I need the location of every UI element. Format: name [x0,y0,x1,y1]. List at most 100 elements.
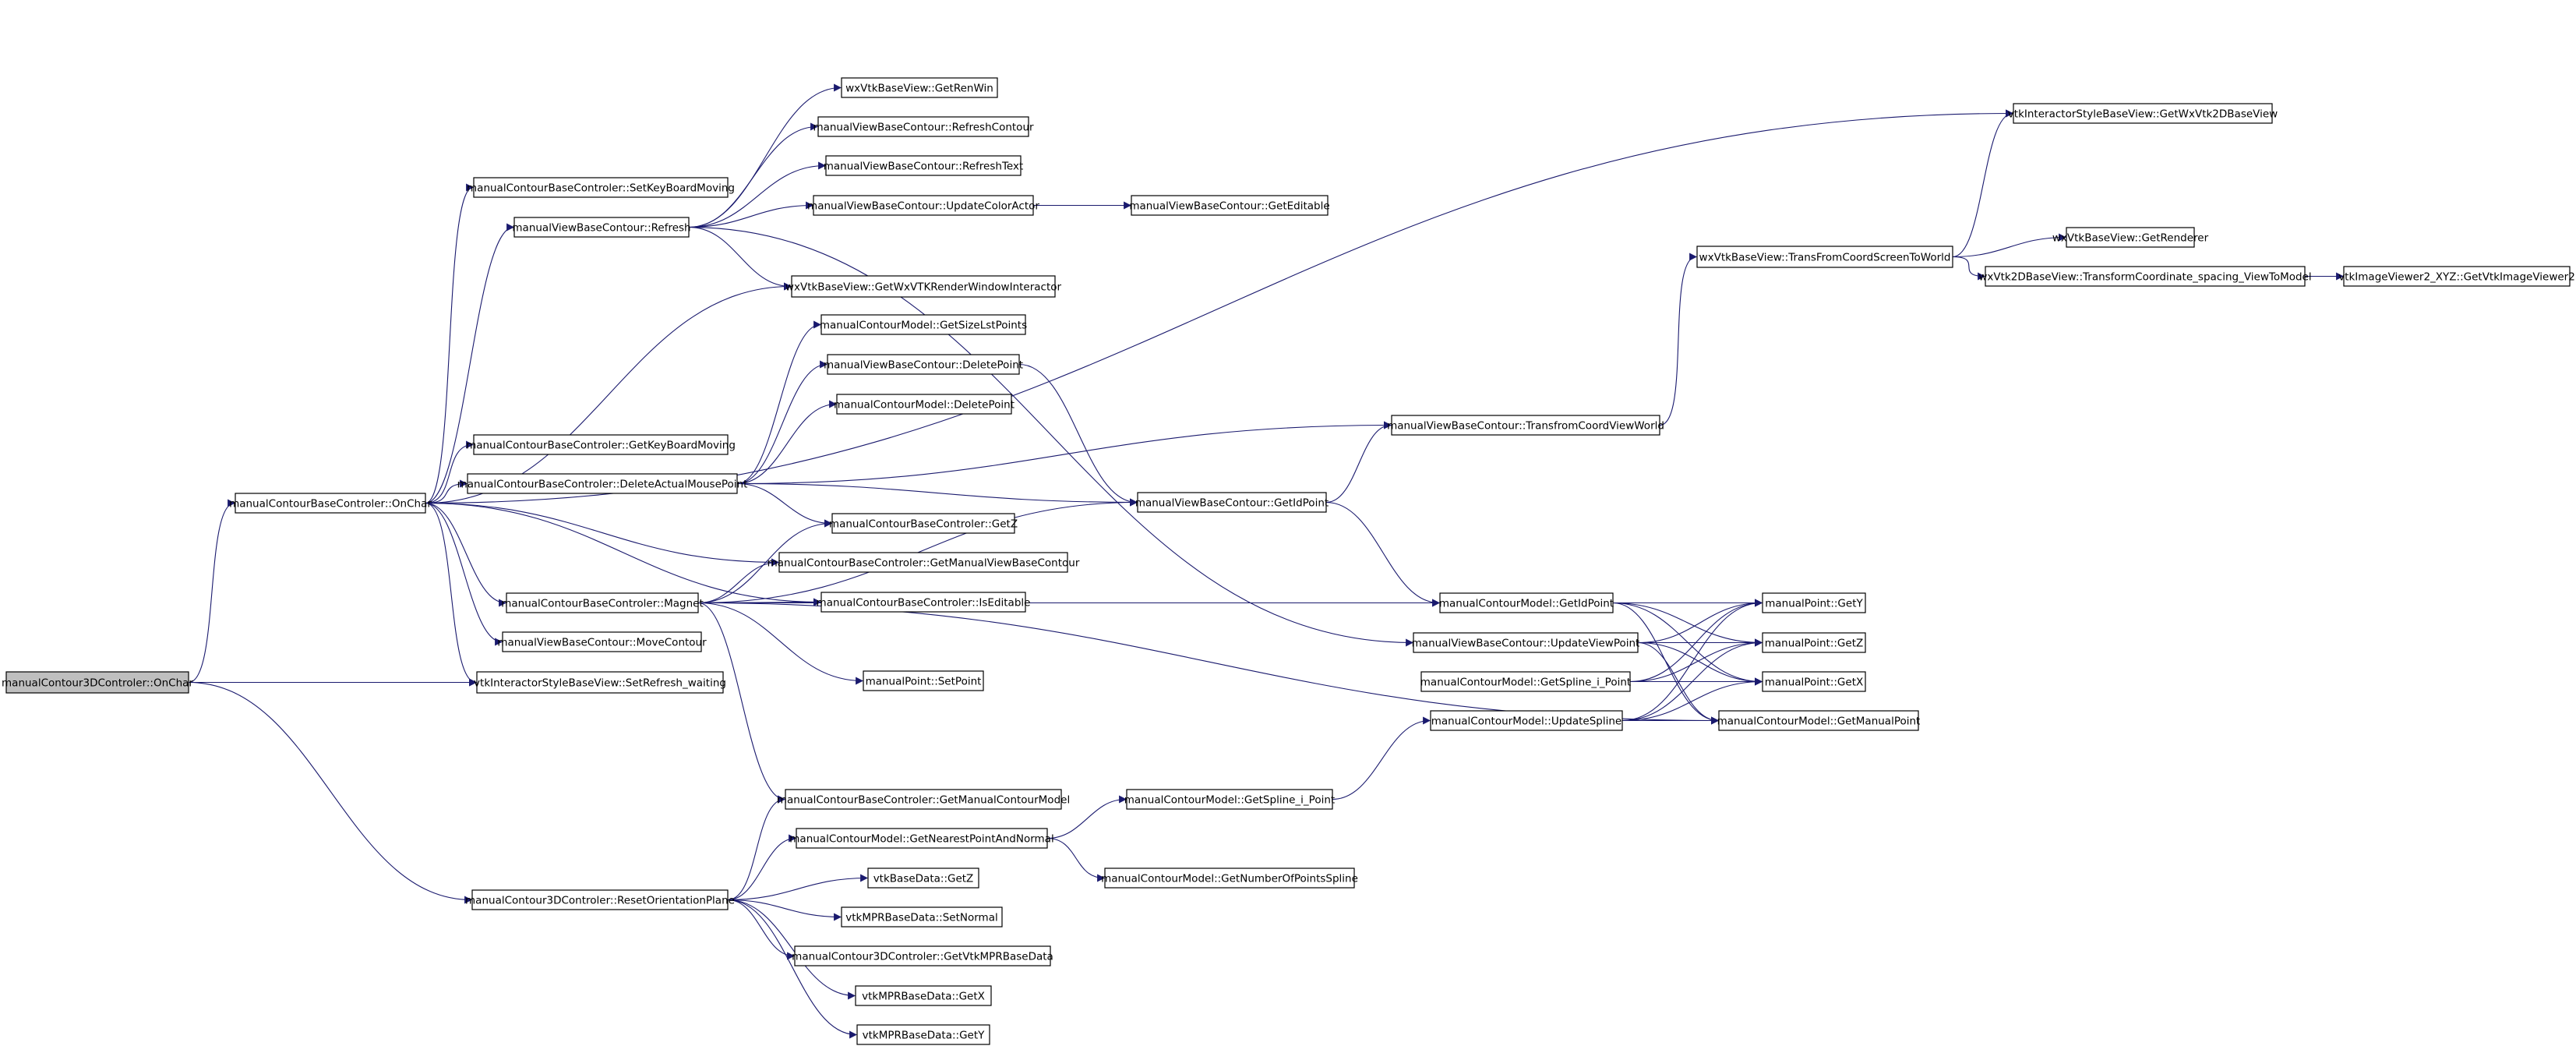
node-label: manualViewBaseContour::MoveContour [497,637,707,649]
edge-manualcontourmodel-getnearestpointandnormal-to-manualcontourmodel-getnumberofpointsspline [1046,837,1105,882]
node-manualpoint-setpoint[interactable]: manualPoint::SetPoint [863,670,984,691]
edge-manualviewbasecontour-refresh-to-wxvtkbaseview-getwxvtkrenderwindowinteractor [688,226,792,291]
node-label: manualContour3DControler::OnChar [2,677,193,690]
node-label: manualContourModel::GetNumberOfPointsSpl… [1101,873,1358,885]
node-box [1762,632,1866,653]
node-wxvtk2dbaseview-transformcoordinate-spacing-viewtomodel[interactable]: wxVtk2DBaseView::TransformCoordinate_spa… [1978,266,2312,287]
node-manualcontourbasecontroler-getz[interactable]: manualContourBaseControler::GetZ [829,513,1018,534]
node-manualcontourbasecontroler-getkeyboardmoving[interactable]: manualContourBaseControler::GetKeyBoardM… [466,434,736,455]
node-manualcontourmodel-getidpoint[interactable]: manualContourModel::GetIdPoint [1439,592,1614,613]
node-label: vtkInteractorStyleBaseView::SetRefresh_w… [474,677,726,690]
node-manualviewbasecontour-refreshcontour[interactable]: manualViewBaseContour::RefreshContour [813,116,1034,137]
edge-manualcontourbasecontroler-magnet-to-manualcontourbasecontroler-getmanualviewbasecontour [697,558,779,604]
node-label: vtkMPRBaseData::GetY [863,1030,986,1042]
node-manualviewbasecontour-refreshtext[interactable]: manualViewBaseContour::RefreshText [824,155,1024,176]
node-vtkinteractorstylebaseview-setrefresh-waiting[interactable]: vtkInteractorStyleBaseView::SetRefresh_w… [474,671,726,694]
node-box [1137,492,1327,513]
node-label: manualContourBaseControler::GetManualVie… [768,557,1080,570]
node-manualcontourbasecontroler-iseditable[interactable]: manualContourBaseControler::IsEditable [817,592,1031,613]
edge-manualcontour3dcontroler-resetorientationplane-to-vtkmprbasedata-getx [727,899,856,1000]
edge-wxvtkbaseview-transfromcoordscreentoworld-to-wxvtkbaseview-getrenderer [1952,233,2066,258]
node-box [2343,266,2571,287]
node-manualcontourmodel-deletepoint[interactable]: manualContourModel::DeletePoint [834,394,1015,415]
node-manualcontourbasecontroler-onchar[interactable]: manualContourBaseControler::OnChar [229,493,432,514]
node-manualpoint-getz[interactable]: manualPoint::GetZ [1762,632,1866,653]
node-label: wxVtkBaseView::GetWxVTKRenderWindowInter… [785,281,1062,294]
edge-manualviewbasecontour-getidpoint-to-manualviewbasecontour-transfromcoordviewworld [1325,421,1392,504]
node-wxvtkbaseview-transfromcoordscreentoworld[interactable]: wxVtkBaseView::TransFromCoordScreenToWor… [1696,246,1953,268]
node-vtkbasedata-getz[interactable]: vtkBaseData::GetZ [867,867,979,889]
node-label: manualContourModel::GetIdPoint [1439,598,1614,610]
node-wxvtkbaseview-getwxvtkrenderwindowinteractor[interactable]: wxVtkBaseView::GetWxVTKRenderWindowInter… [785,275,1062,298]
edge-manualcontourbasecontroler-magnet-to-manualcontourmodel-getmanualpoint [697,602,1719,725]
node-label: vtkInteractorStyleBaseView::GetWxVtk2DBa… [2008,108,2278,121]
node-manualcontourbasecontroler-setkeyboardmoving[interactable]: manualContourBaseControler::SetKeyBoardM… [467,177,735,198]
node-vtkmprbasedata-setnormal[interactable]: vtkMPRBaseData::SetNormal [841,906,1003,928]
edge-manualcontourmodel-getnearestpointandnormal-to-manualcontourmodel-getspline-i-point [1046,795,1127,839]
node-manualpoint-getx[interactable]: manualPoint::GetX [1762,671,1866,692]
node-box [1696,246,1953,268]
node-label: manualPoint::GetY [1765,598,1863,610]
edge-manualcontourbasecontroler-onchar-to-manualcontourbasecontroler-iseditable [425,502,821,606]
node-label: manualViewBaseContour::Refresh [512,222,690,235]
edge-manualcontourbasecontroler-magnet-to-manualcontourbasecontroler-getmanualcontourmodel [697,602,785,804]
node-label: manualContour3DControler::ResetOrientati… [465,895,735,907]
edge-manualcontourbasecontroler-onchar-to-manualviewbasecontour-refresh [425,223,514,504]
node-manualcontourmodel-getspline-i-point[interactable]: manualContourModel::GetSpline_i_Point [1420,671,1631,692]
node-manualcontourbasecontroler-deleteactualmousepoint[interactable]: manualContourBaseControler::DeleteActual… [457,473,748,494]
node-manualviewbasecontour-refresh[interactable]: manualViewBaseContour::Refresh [512,217,691,238]
node-manualviewbasecontour-transfromcoordviewworld[interactable]: manualViewBaseContour::TransfromCoordVie… [1387,415,1664,436]
node-manualviewbasecontour-deletepoint[interactable]: manualViewBaseContour::DeletePoint [824,354,1023,375]
node-label: manualContourBaseControler::IsEditable [817,597,1031,610]
call-edges [188,83,2344,1039]
node-box [855,985,992,1006]
node-label: manualContourBaseControler::GetKeyBoardM… [466,440,736,452]
node-manualcontourbasecontroler-getmanualviewbasecontour[interactable]: manualContourBaseControler::GetManualVie… [768,552,1080,573]
node-manualcontour3dcontroler-resetorientationplane[interactable]: manualContour3DControler::ResetOrientati… [465,889,735,910]
node-manualviewbasecontour-movecontour[interactable]: manualViewBaseContour::MoveContour [497,631,707,652]
node-label: manualContour3DControler::GetVtkMPRBaseD… [792,951,1053,963]
node-manualviewbasecontour-geteditable[interactable]: manualViewBaseContour::GetEditable [1129,195,1330,216]
node-box [502,631,702,652]
node-manualcontour3dcontroler-onchar[interactable]: manualContour3DControler::OnChar [2,671,193,694]
node-box [778,552,1068,573]
node-manualviewbasecontour-updatecoloractor[interactable]: manualViewBaseContour::UpdateColorActor [807,195,1039,216]
edge-manualviewbasecontour-updateviewpoint-to-manualpoint-gety [1637,599,1763,644]
node-manualcontourbasecontroler-getmanualcontourmodel[interactable]: manualContourBaseControler::GetManualCon… [777,789,1070,810]
node-vtkmprbasedata-gety[interactable]: vtkMPRBaseData::GetY [856,1024,990,1045]
node-manualcontourmodel-getspline-i-point[interactable]: manualContourModel::GetSpline_i_Point [1124,789,1335,810]
node-box [476,671,724,694]
node-label: manualViewBaseContour::TransfromCoordVie… [1387,420,1664,433]
edge-manualviewbasecontour-refresh-to-manualviewbasecontour-refreshtext [688,161,826,228]
node-label: manualContourModel::GetManualPoint [1717,716,1921,728]
node-vtkmprbasedata-getx[interactable]: vtkMPRBaseData::GetX [855,985,992,1006]
node-manualcontour3dcontroler-getvtkmprbasedata[interactable]: manualContour3DControler::GetVtkMPRBaseD… [792,945,1053,966]
node-manualviewbasecontour-updateviewpoint[interactable]: manualViewBaseContour::UpdateViewPoint [1412,632,1640,653]
node-vtkimageviewer2-xyz-getvtkimageviewer2[interactable]: vtkImageViewer2_XYZ::GetVtkImageViewer2 [2338,266,2575,287]
node-manualcontourmodel-updatespline[interactable]: manualContourModel::UpdateSpline [1430,710,1623,731]
edge-manualviewbasecontour-deletepoint-to-manualviewbasecontour-getidpoint [1018,363,1138,507]
node-box [794,945,1051,966]
edge-manualcontour3dcontroler-resetorientationplane-to-manualcontourmodel-getnearestpointandnormal [727,834,796,901]
node-manualcontourmodel-getnumberofpointsspline[interactable]: manualContourModel::GetNumberOfPointsSpl… [1101,867,1358,889]
node-box [825,155,1022,176]
node-manualcontourmodel-getmanualpoint[interactable]: manualContourModel::GetManualPoint [1717,710,1921,731]
node-manualcontourmodel-getsizelstpoints[interactable]: manualContourModel::GetSizeLstPoints [820,314,1027,335]
edge-manualcontourbasecontroler-onchar-to-manualcontourbasecontroler-magnet [425,502,506,607]
node-box [1104,867,1355,889]
node-box [506,592,699,613]
node-manualpoint-gety[interactable]: manualPoint::GetY [1762,592,1866,613]
node-box [1439,592,1614,613]
edge-manualcontourmodel-getidpoint-to-manualcontourmodel-getmanualpoint [1612,602,1719,725]
node-box [235,493,426,514]
node-manualcontourbasecontroler-magnet[interactable]: manualContourBaseControler::Magnet [501,592,704,613]
node-wxvtkbaseview-getrenderer[interactable]: wxVtkBaseView::GetRenderer [2052,227,2209,248]
node-manualcontourmodel-getnearestpointandnormal[interactable]: manualContourModel::GetNearestPointAndNo… [789,828,1054,849]
edge-manualcontourmodel-getspline-i-point-to-manualpoint-getz [1629,638,1763,683]
node-vtkinteractorstylebaseview-getwxvtk2dbaseview[interactable]: vtkInteractorStyleBaseView::GetWxVtk2DBa… [2008,103,2278,124]
node-box [513,217,690,238]
edge-manualcontourbasecontroler-onchar-to-manualcontourbasecontroler-getmanualviewbasecontour [425,502,779,567]
node-wxvtkbaseview-getrenwin[interactable]: wxVtkBaseView::GetRenWin [841,77,998,98]
node-manualviewbasecontour-getidpoint[interactable]: manualViewBaseContour::GetIdPoint [1135,492,1329,513]
